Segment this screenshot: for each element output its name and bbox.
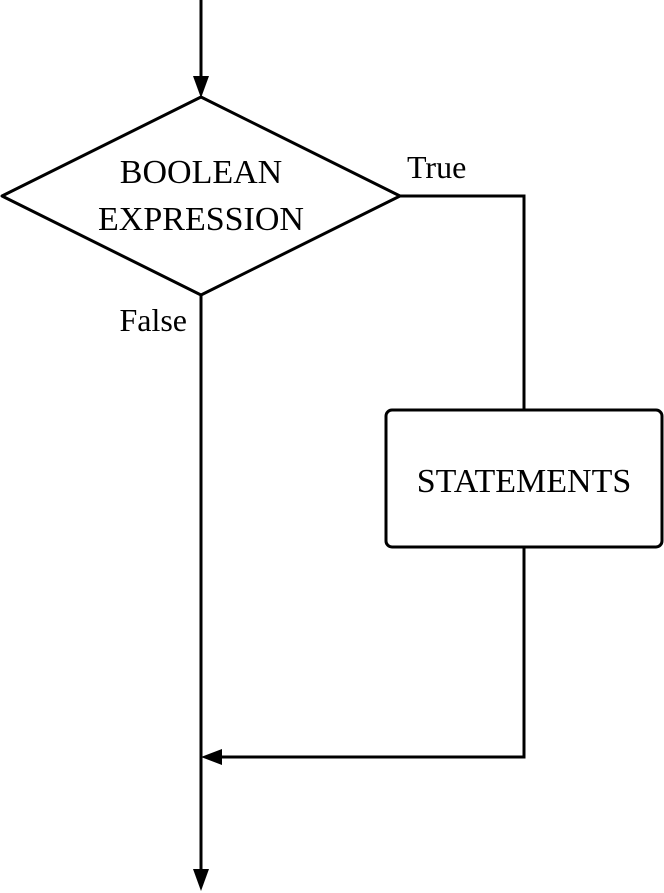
true-branch-label: True xyxy=(407,149,466,185)
false-branch-label: False xyxy=(119,302,187,338)
return-connector xyxy=(218,547,526,759)
entry-arrowhead xyxy=(193,76,209,98)
true-branch-connector xyxy=(400,194,526,410)
return-arrowhead xyxy=(201,749,222,765)
decision-diamond xyxy=(0,95,402,297)
decision-label-line2: EXPRESSION xyxy=(98,201,304,238)
exit-arrowhead xyxy=(193,869,209,891)
statements-label: STATEMENTS xyxy=(417,463,632,500)
decision-label-line1: BOOLEAN xyxy=(120,154,282,191)
